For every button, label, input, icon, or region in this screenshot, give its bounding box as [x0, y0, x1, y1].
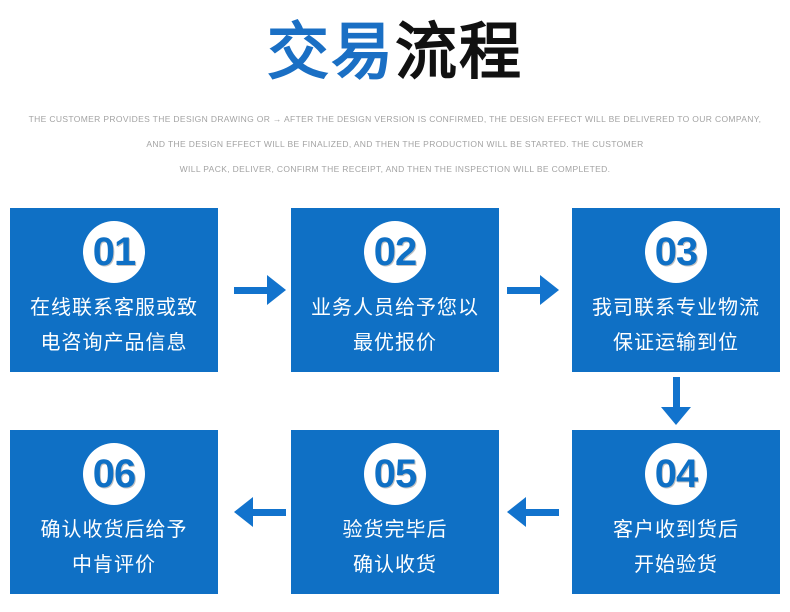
step-card-05: 05 验货完毕后 确认收货 — [291, 430, 499, 594]
step-text-line: 客户收到货后 — [613, 519, 739, 541]
step-text-line: 我司联系专业物流 — [592, 297, 760, 319]
arrow-head — [661, 407, 691, 425]
arrow-left-icon — [234, 497, 286, 527]
arrow-head — [540, 275, 559, 305]
arrow-head — [234, 497, 253, 527]
step-card-04: 04 客户收到货后 开始验货 — [572, 430, 780, 594]
arrow-right-icon — [507, 275, 559, 305]
step-number: 06 — [92, 451, 136, 496]
step-text-line: 开始验货 — [634, 554, 718, 576]
step-text-line: 确认收货 — [353, 554, 437, 576]
step-number-badge: 02 — [364, 221, 426, 283]
step-card-01: 01 在线联系客服或致 电咨询产品信息 — [10, 208, 218, 372]
step-number-badge: 01 — [83, 221, 145, 283]
step-text-line: 中肯评价 — [72, 554, 156, 576]
step-number: 04 — [654, 451, 698, 496]
step-text-line: 最优报价 — [353, 332, 437, 354]
step-card-06: 06 确认收货后给予 中肯评价 — [10, 430, 218, 594]
step-card-03: 03 我司联系专业物流 保证运输到位 — [572, 208, 780, 372]
step-number: 05 — [373, 451, 417, 496]
arrow-head — [507, 497, 526, 527]
step-text-line: 保证运输到位 — [613, 332, 739, 354]
step-card-02: 02 业务人员给予您以 最优报价 — [291, 208, 499, 372]
step-number-badge: 03 — [645, 221, 707, 283]
subtitle: THE CUSTOMER PROVIDES THE DESIGN DRAWING… — [0, 107, 790, 182]
page-title-black-part: 流程 — [395, 18, 524, 87]
step-text-line: 验货完毕后 — [342, 519, 448, 541]
step-number: 03 — [654, 229, 698, 274]
step-number-badge: 04 — [645, 443, 707, 505]
page-title: 交易流程 — [0, 10, 790, 96]
step-text-line: 确认收货后给予 — [40, 519, 188, 541]
step-number: 01 — [92, 229, 136, 274]
arrow-shaft — [253, 508, 286, 516]
arrow-shaft — [507, 286, 540, 294]
subtitle-line-2: AND THE DESIGN EFFECT WILL BE FINALIZED,… — [146, 139, 644, 149]
step-number-badge: 06 — [83, 443, 145, 505]
step-text-line: 在线联系客服或致 — [30, 297, 198, 319]
arrow-left-icon — [507, 497, 559, 527]
subtitle-line-3: WILL PACK, DELIVER, CONFIRM THE RECEIPT,… — [179, 164, 611, 174]
arrow-shaft — [526, 508, 559, 516]
arrow-down-icon — [661, 377, 691, 425]
subtitle-line-1: THE CUSTOMER PROVIDES THE DESIGN DRAWING… — [28, 114, 762, 124]
step-text-line: 业务人员给予您以 — [311, 297, 479, 319]
arrow-shaft — [234, 286, 267, 294]
arrow-head — [267, 275, 286, 305]
step-text-line: 电咨询产品信息 — [40, 332, 188, 354]
arrow-shaft — [672, 377, 680, 407]
page-title-blue-part: 交易 — [266, 18, 395, 87]
step-number-badge: 05 — [364, 443, 426, 505]
step-number: 02 — [373, 229, 417, 274]
arrow-right-icon — [234, 275, 286, 305]
